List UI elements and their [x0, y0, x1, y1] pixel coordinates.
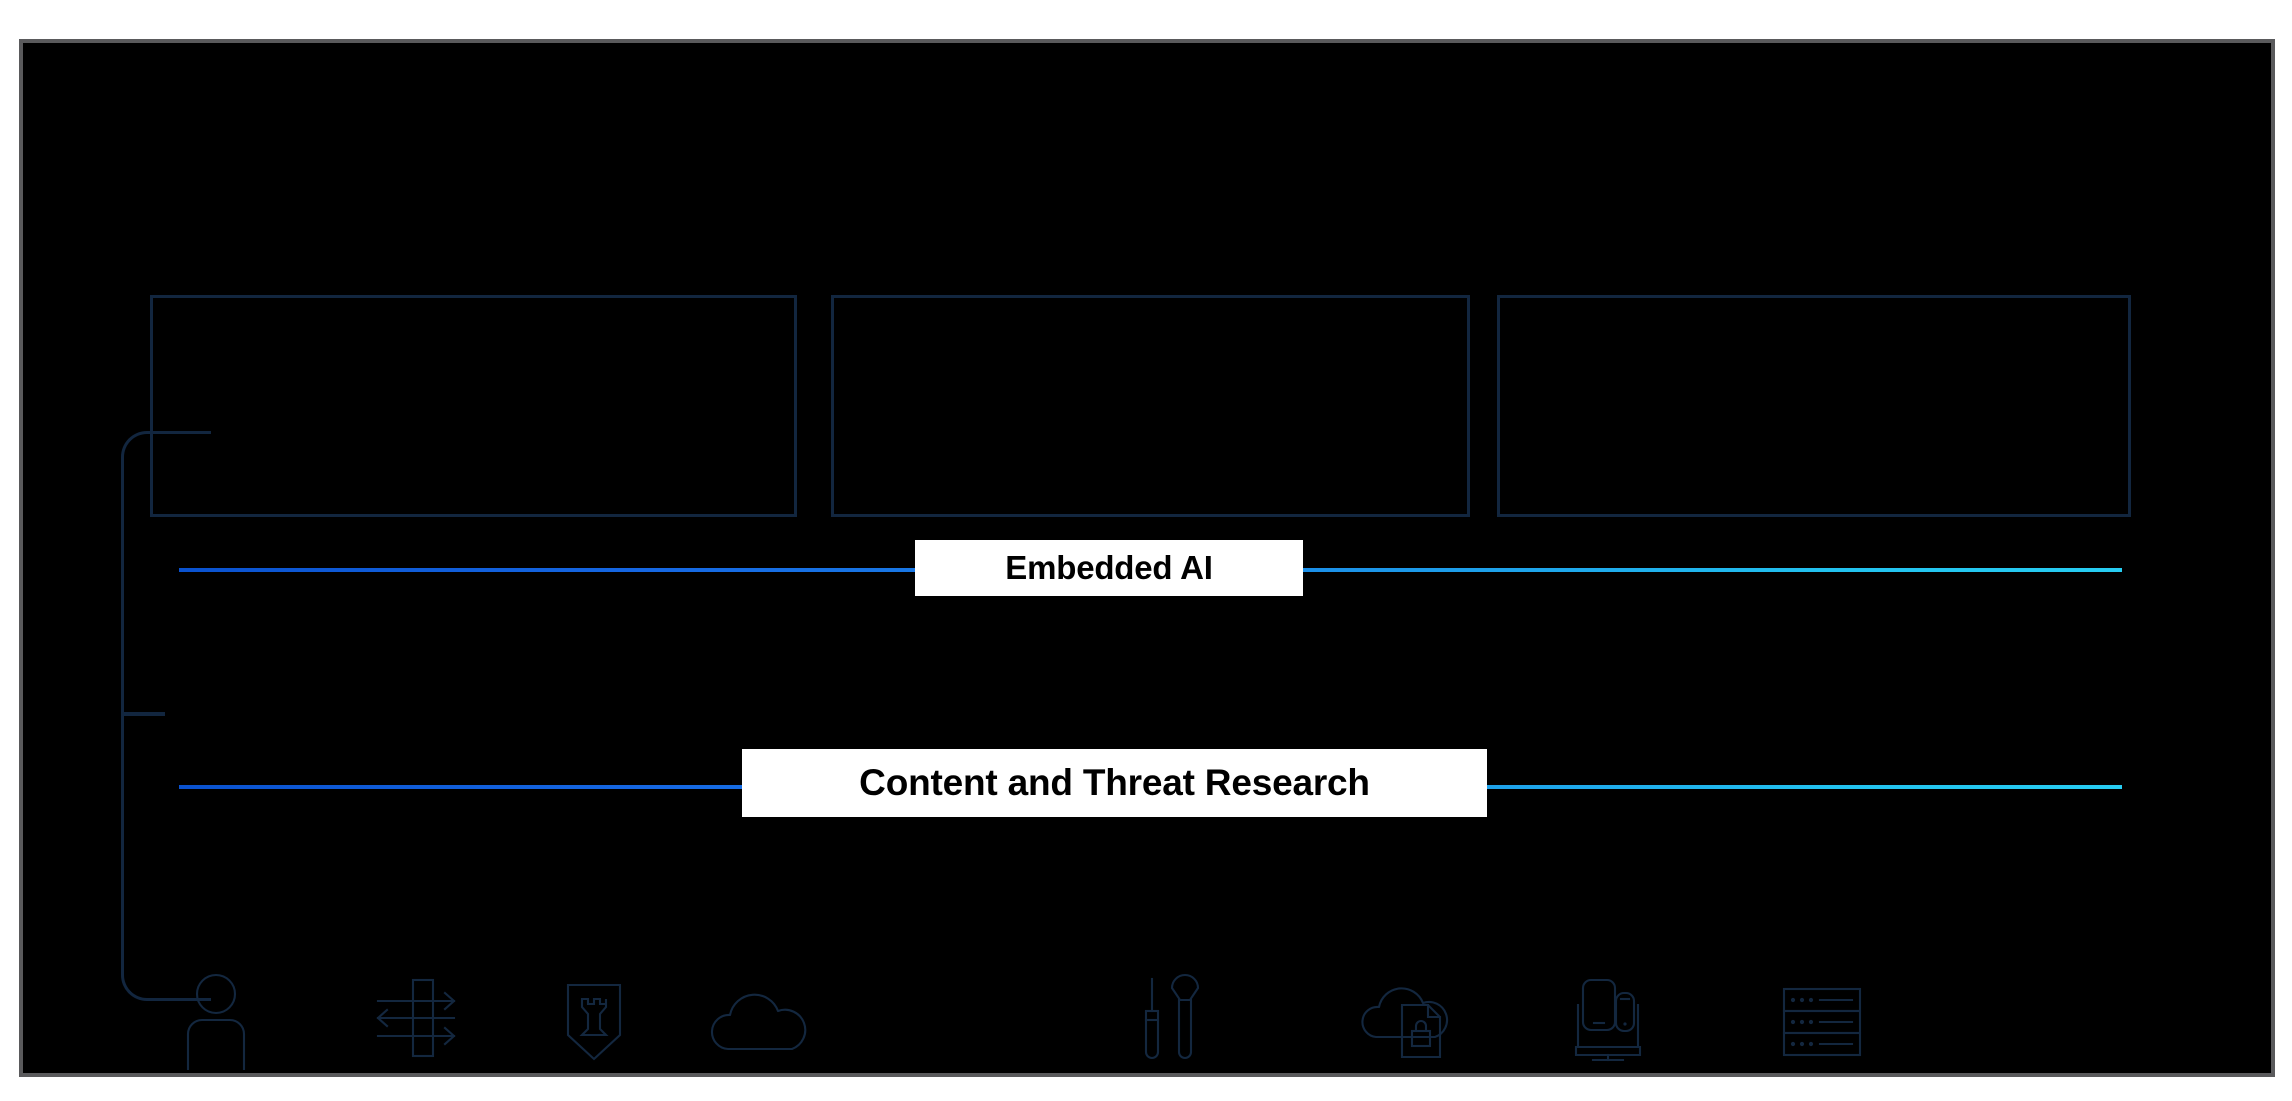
slide-frame: Embedded AI Content and Threat Research: [19, 39, 2275, 1077]
server-rack-icon[interactable]: [1762, 963, 1882, 1073]
tools-icon[interactable]: [1110, 963, 1230, 1073]
cloud-icon[interactable]: [700, 963, 820, 1073]
content-and-threat-research-label: Content and Threat Research: [742, 749, 1487, 817]
grouping-bracket: [121, 431, 211, 1001]
content-box-3[interactable]: [1497, 295, 2131, 517]
content-box-1[interactable]: [150, 295, 797, 517]
devices-icon[interactable]: [1548, 963, 1668, 1073]
cloud-secure-file-icon[interactable]: [1352, 963, 1472, 1073]
embedded-ai-label: Embedded AI: [915, 540, 1303, 596]
content-box-2[interactable]: [831, 295, 1470, 517]
grouping-bracket-tick: [123, 712, 165, 716]
user-icon[interactable]: [156, 963, 276, 1073]
slide-canvas: Embedded AI Content and Threat Research: [23, 43, 2271, 1073]
network-filter-icon[interactable]: [360, 963, 480, 1073]
shield-icon[interactable]: [534, 963, 654, 1073]
